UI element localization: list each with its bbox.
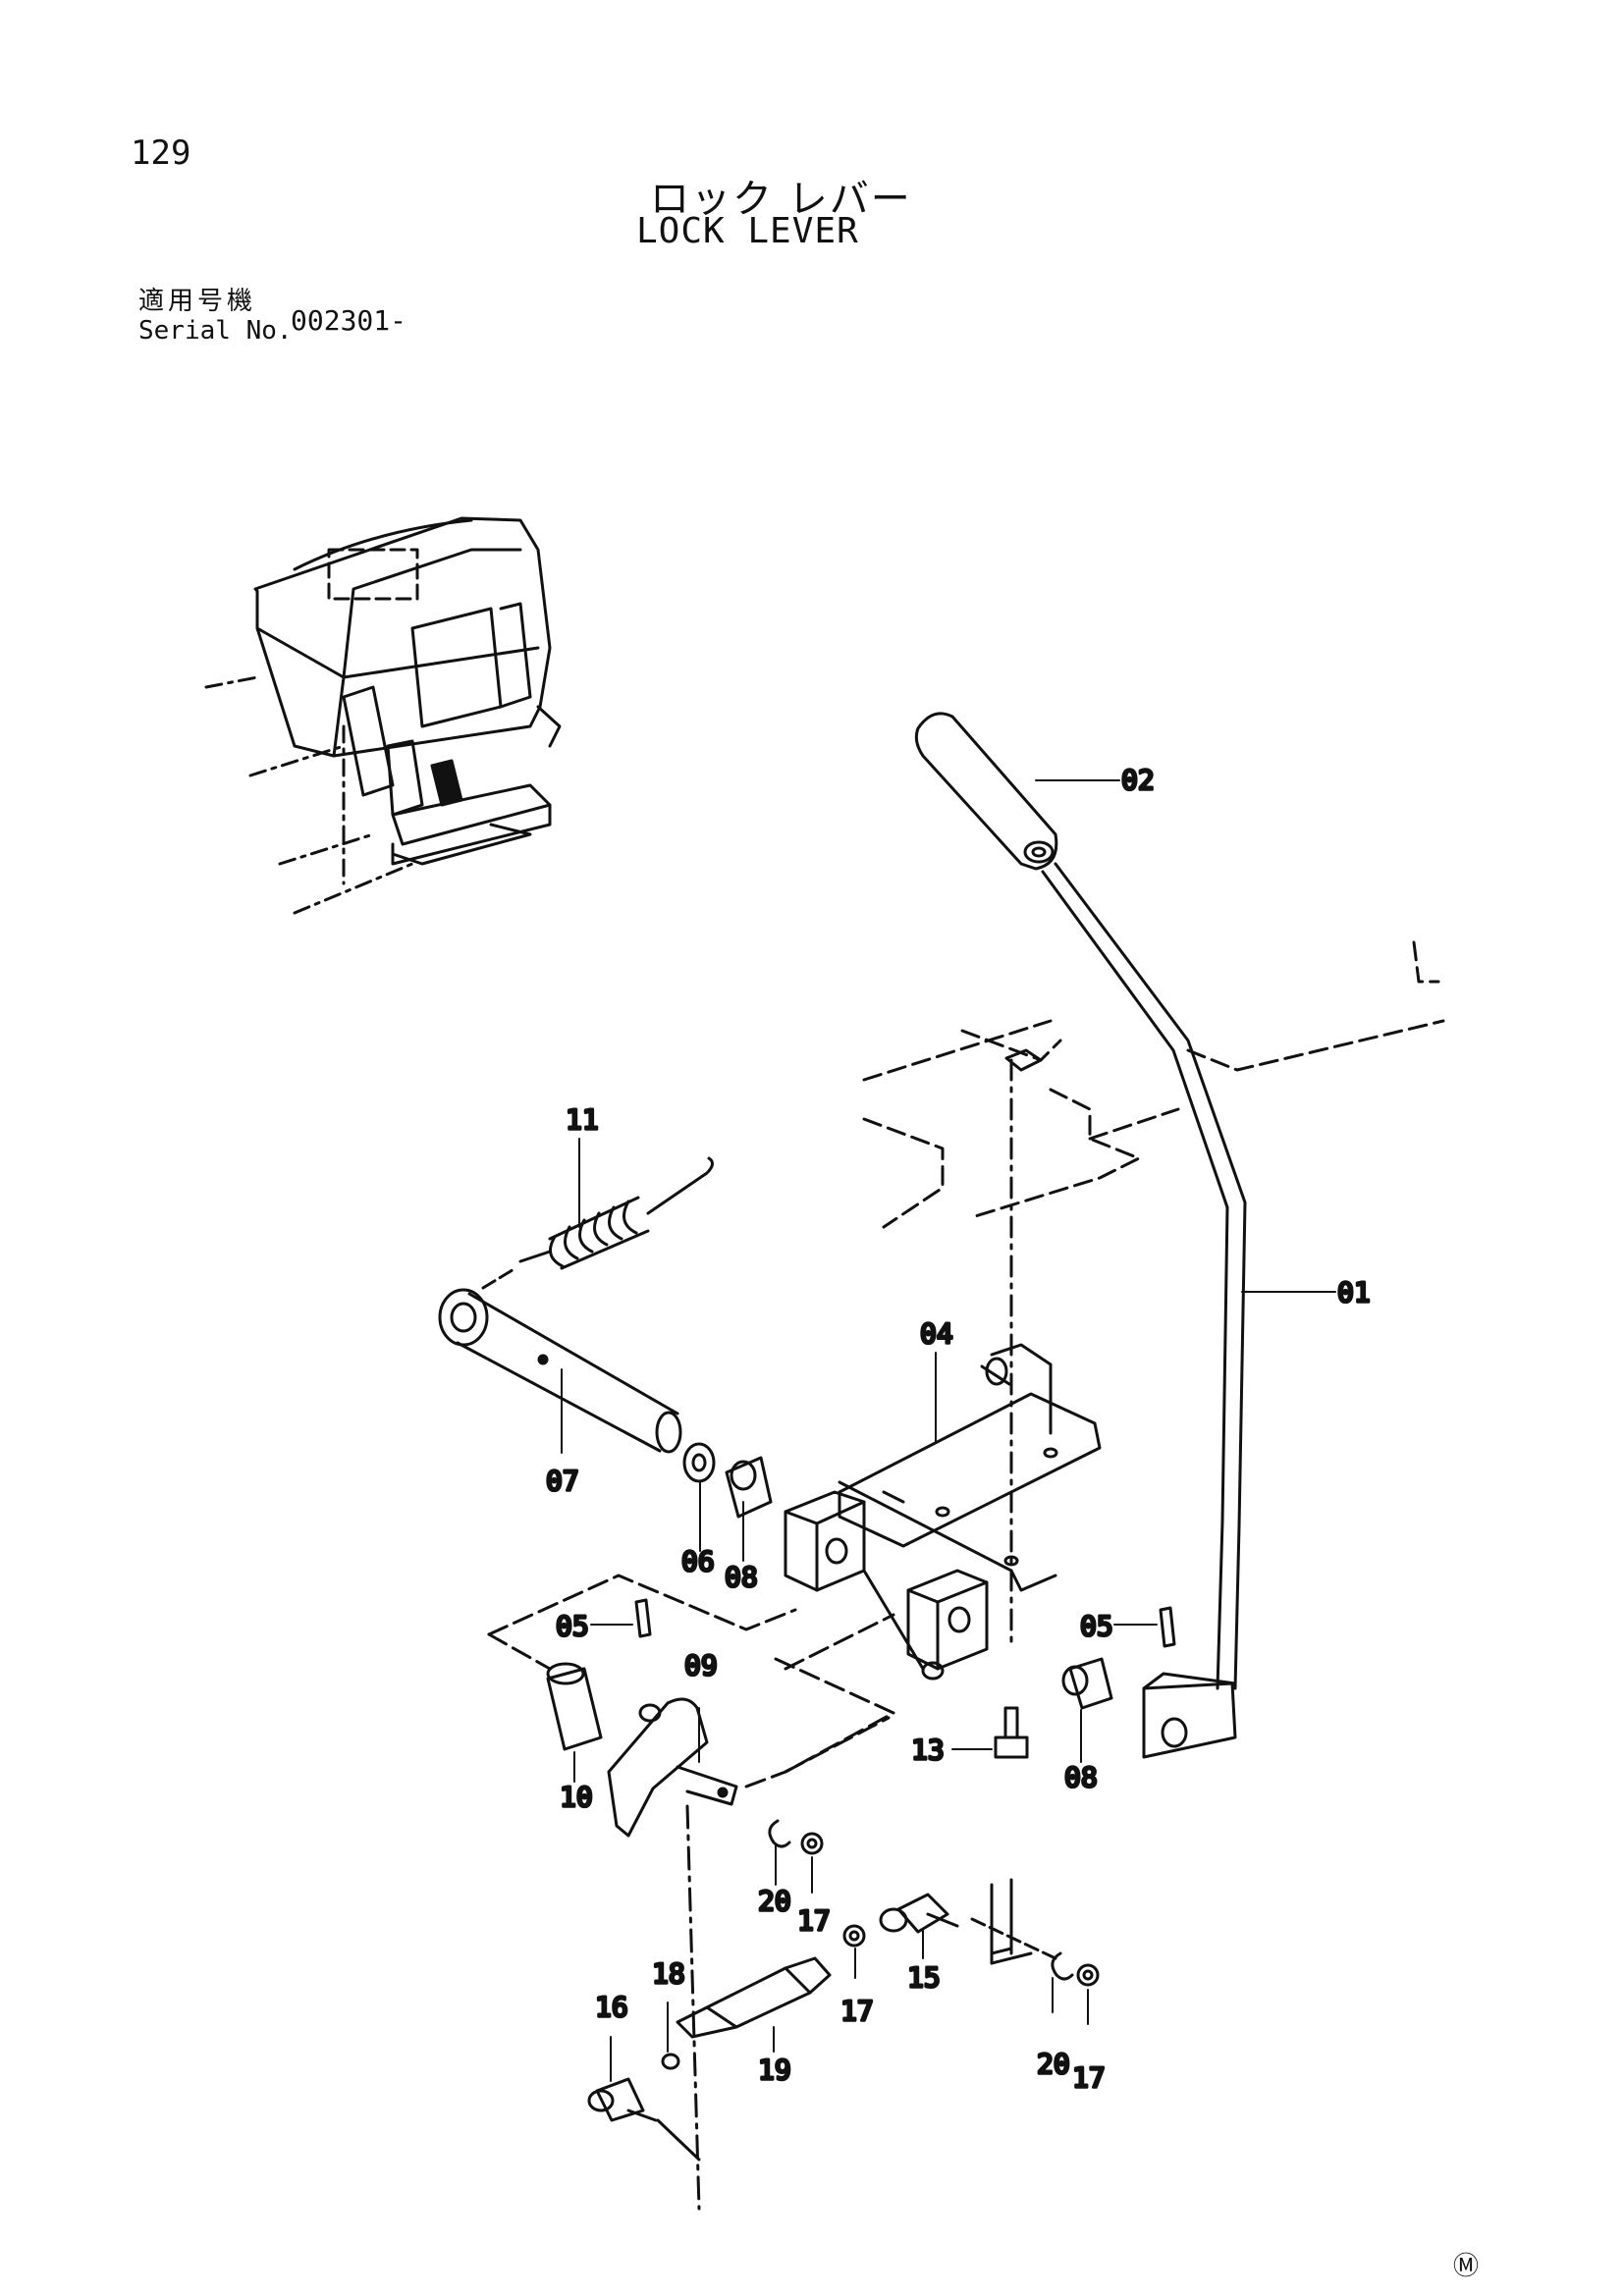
bracket: [784, 1343, 1102, 1681]
lever-rod: [1041, 862, 1247, 1759]
callout-05-right: 05: [1080, 1610, 1113, 1642]
callout-18: 18: [652, 1957, 685, 1990]
shaft: [438, 1266, 682, 1454]
serial-value: 002301-: [291, 304, 407, 337]
callout-05-left: 05: [556, 1610, 589, 1642]
title-japanese: ロック レバー: [650, 177, 912, 222]
leader-lines: [561, 779, 1336, 2082]
callout-01: 01: [1337, 1276, 1371, 1308]
footer-mark: Ⓜ: [1453, 2252, 1480, 2281]
callout-20-first: 20: [758, 1885, 791, 1917]
callout-17-third: 17: [1072, 2061, 1106, 2094]
callout-11: 11: [566, 1103, 599, 1136]
callout-04: 04: [920, 1317, 953, 1350]
page-number: 129: [131, 133, 191, 173]
lever-grip: [914, 712, 1058, 871]
roll-pins: [634, 1598, 1176, 1648]
callout-10: 10: [560, 1781, 593, 1813]
callout-08-left: 08: [725, 1561, 758, 1593]
serial-label-japanese: 適用号機: [138, 287, 257, 316]
clips-and-nuts: [768, 1819, 1100, 1987]
callout-15: 15: [907, 1961, 941, 1994]
callout-17-second: 17: [840, 1995, 874, 2027]
callout-20-second: 20: [1037, 2048, 1070, 2080]
callout-09: 09: [684, 1649, 718, 1682]
callout-08-right: 08: [1064, 1761, 1098, 1793]
title-english: LOCK LEVER: [636, 211, 859, 251]
callout-02: 02: [1121, 764, 1155, 796]
bushing-and-lever-arm: [546, 1662, 738, 1838]
assembly-outlines: [487, 1574, 895, 1789]
callout-labels: 02 01 04 05 05 06 07 08 08 09 10 11 13 1…: [545, 763, 1373, 2096]
callout-13: 13: [911, 1734, 945, 1766]
callout-07: 07: [546, 1465, 579, 1497]
callout-06: 06: [681, 1545, 715, 1577]
callout-16: 16: [595, 1991, 628, 2023]
bolt: [994, 1706, 1029, 1759]
frame-reference-lines: [862, 940, 1445, 1651]
serial-label-english: Serial No.: [138, 316, 293, 346]
cab-overview-illustration: [204, 516, 562, 915]
callout-17-first: 17: [797, 1904, 831, 1937]
callout-19: 19: [758, 2054, 791, 2086]
tension-spring: [518, 1156, 714, 1270]
rod-ends-and-turnbuckle: [587, 1804, 1057, 2211]
washer-and-bushings: [682, 1442, 1113, 1710]
